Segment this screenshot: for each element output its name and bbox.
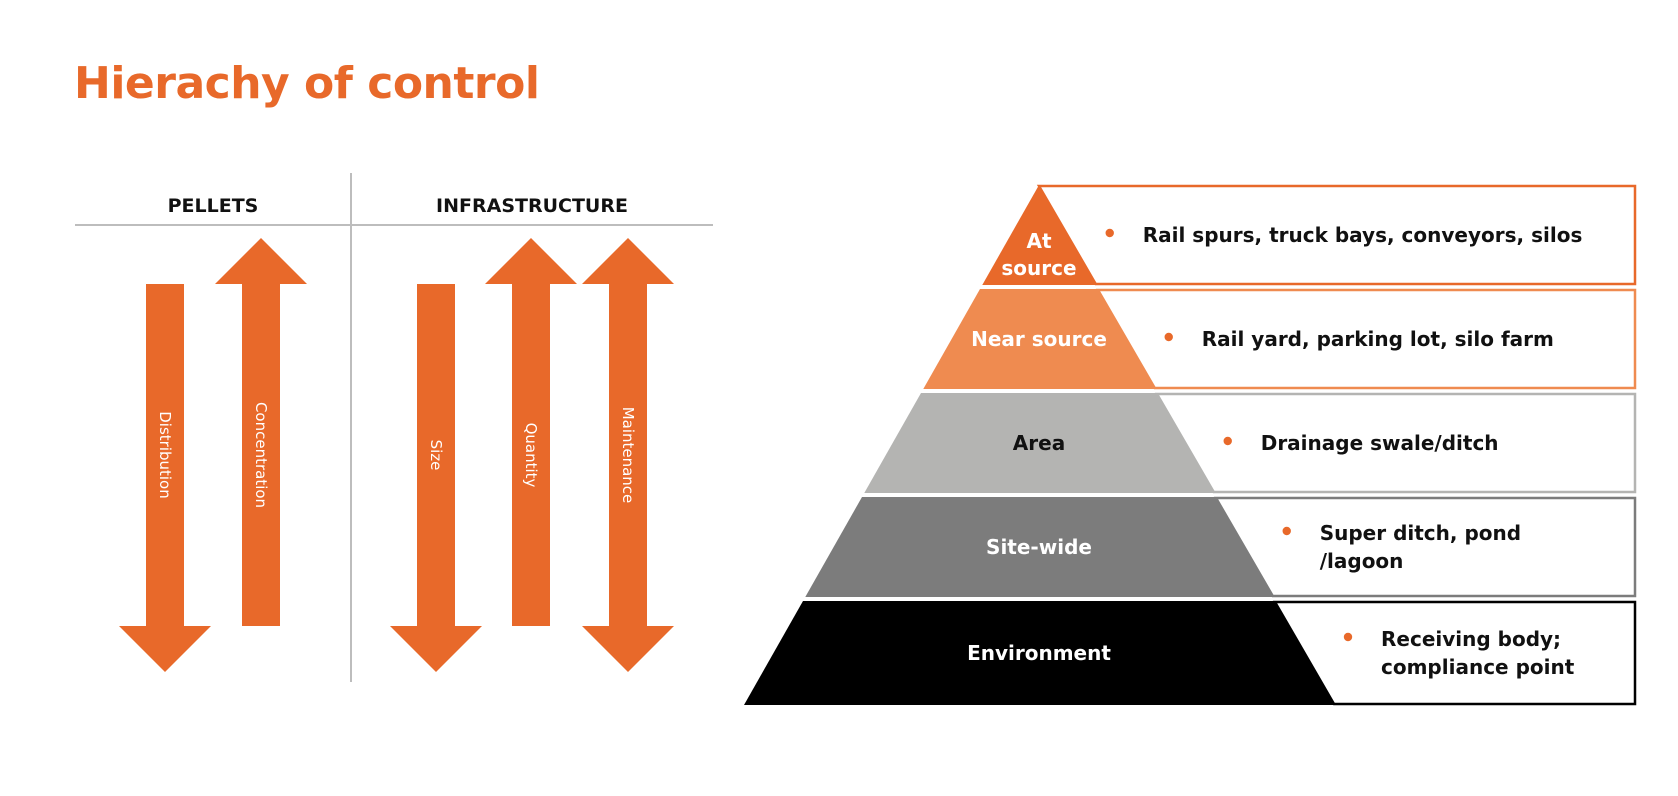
tier-label-near-source: Near source: [971, 327, 1107, 351]
bullet-dot: [1343, 632, 1353, 642]
arrow-label-maintenance: Maintenance: [619, 407, 637, 504]
column-header-infrastructure: INFRASTRUCTURE: [436, 195, 628, 217]
arrow-up-concentration: [215, 238, 307, 626]
control-pyramid: At source Rail spurs, truck bays, conveyor…: [744, 184, 1637, 706]
pyramid-tier-environment: [744, 601, 1334, 705]
tier-item-area: Drainage swale/ditch: [1261, 431, 1499, 455]
arrow-label-quantity: Quantity: [522, 423, 540, 488]
arrow-down-distribution: [119, 284, 211, 672]
tier-box-area: [1154, 392, 1637, 494]
tier-label-environment: Environment: [967, 641, 1111, 665]
tier-item-at-source: Rail spurs, truck bays, conveyors, silos: [1143, 223, 1583, 247]
arrows-panel: PELLETS INFRASTRUCTURE Distribution Conce…: [75, 173, 713, 682]
arrow-label-size: Size: [427, 440, 445, 471]
tier-box-environment: [1272, 600, 1637, 706]
bullet-dot: [1105, 228, 1114, 238]
arrow-label-distribution: Distribution: [156, 411, 174, 499]
bullet-dot: [1164, 332, 1173, 342]
arrow-up-quantity: [485, 238, 577, 626]
pyramid-tier-near-source: [923, 289, 1155, 389]
page-title: Hierachy of control: [74, 58, 540, 109]
tier-item-near-source: Rail yard, parking lot, silo farm: [1202, 327, 1554, 351]
arrow-double-maintenance: [582, 238, 674, 672]
bullet-dot: [1282, 526, 1291, 536]
tier-item-environment: Receiving body;: [1381, 627, 1561, 651]
column-header-pellets: PELLETS: [168, 195, 259, 217]
arrow-label-concentration: Concentration: [252, 402, 270, 508]
bullet-dot: [1223, 436, 1232, 446]
tier-item-site-wide: Super ditch, pond: [1320, 521, 1521, 545]
tier-box-at-source: [1036, 184, 1637, 286]
tier-box-site-wide: [1213, 496, 1637, 598]
tier-label-area: Area: [1013, 431, 1065, 455]
pyramid-tier-area: [864, 393, 1214, 493]
pyramid-tier-at-source: [982, 185, 1096, 285]
arrow-down-size: [390, 284, 482, 672]
pyramid-tier-site-wide: [805, 497, 1273, 597]
tier-label-site-wide: Site-wide: [986, 535, 1092, 559]
tier-label-at-source: At: [1026, 229, 1051, 253]
tier-item-environment: compliance point: [1381, 655, 1575, 679]
tier-label-at-source: source: [1001, 256, 1076, 280]
tier-item-site-wide: /lagoon: [1320, 549, 1404, 573]
tier-box-near-source: [1095, 288, 1637, 390]
